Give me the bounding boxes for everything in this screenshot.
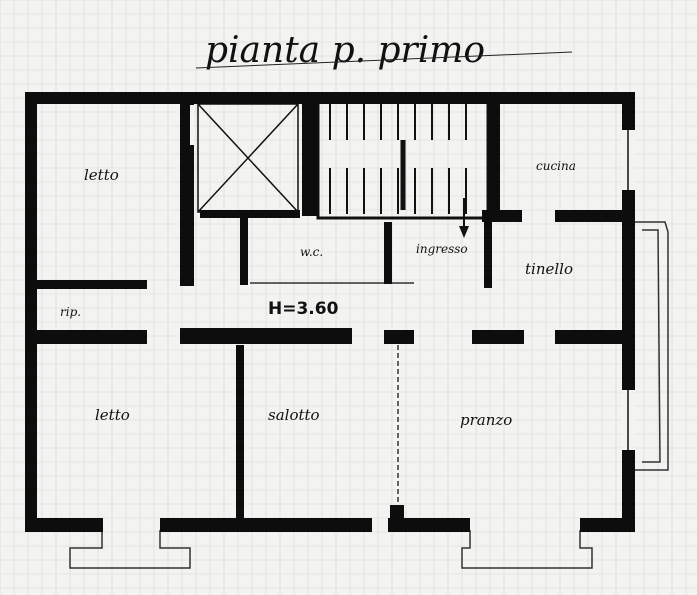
lift-shaft-diagonal-2 <box>197 103 299 213</box>
wall-stair-east <box>488 104 500 218</box>
room-label-ingresso: ingresso <box>416 242 468 256</box>
wall-cucina-bottom-2 <box>555 210 622 222</box>
wall-south-2 <box>160 518 372 532</box>
wall-cucina-bottom-1 <box>482 210 522 222</box>
wall-south-1 <box>25 518 103 532</box>
wall-rip-bottom-1 <box>37 330 147 344</box>
wall-pier-bottom <box>390 505 404 519</box>
room-label-letto-bottom: letto <box>95 406 130 424</box>
wall-tinello-bottom-1 <box>472 330 524 344</box>
bay-window-right <box>632 221 669 471</box>
wall-wc-east <box>384 222 392 284</box>
room-label-wc: w.c. <box>300 245 323 259</box>
wall-south-3 <box>388 518 470 532</box>
wall-rip-top <box>37 280 147 289</box>
entry-arrow <box>459 198 469 238</box>
walls <box>25 92 635 532</box>
wall-ingresso-east <box>484 218 492 288</box>
wall-salotto-west <box>236 345 244 520</box>
wall-pier-center <box>384 330 414 344</box>
room-label-ripostiglio: rip. <box>60 305 81 319</box>
plan-title: pianta p. primo <box>205 30 485 71</box>
room-label-salotto: salotto <box>268 406 320 424</box>
wall-letto-top-east <box>180 104 194 286</box>
wall-tinello-bottom-2 <box>555 330 622 344</box>
room-label-letto-top: letto <box>84 166 119 184</box>
wall-stair-west <box>302 104 318 216</box>
stair-treads <box>329 104 467 214</box>
balcony-bottom-left <box>69 530 191 569</box>
wall-west <box>25 92 37 532</box>
room-label-tinello: tinello <box>525 260 573 278</box>
title-underline <box>195 51 573 69</box>
room-label-cucina: cucina <box>536 159 576 173</box>
staircase <box>316 98 490 220</box>
balcony-bottom-right <box>461 530 593 569</box>
ceiling-height-label: H=3.60 <box>268 299 339 319</box>
wall-wc-west <box>240 215 248 285</box>
wall-north <box>25 92 635 104</box>
exterior-outlines <box>69 221 669 569</box>
room-label-pranzo: pranzo <box>460 411 512 429</box>
wall-lift-bottom <box>200 210 300 218</box>
wall-south-4 <box>580 518 635 532</box>
bay-window-right-inner <box>642 229 661 463</box>
wall-rip-bottom-2 <box>180 328 352 344</box>
